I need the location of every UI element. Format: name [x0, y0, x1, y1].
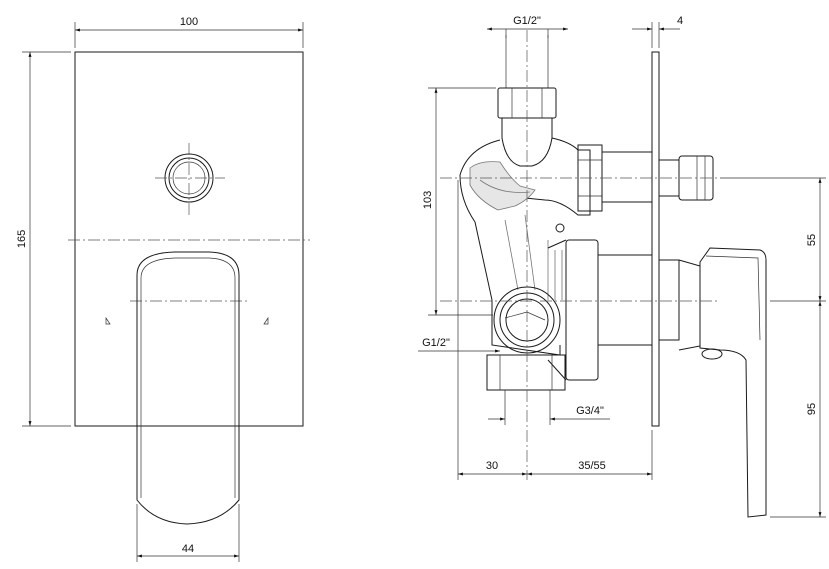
- dimension-103: 103: [422, 87, 496, 316]
- lever-handle: [136, 251, 240, 525]
- dim-thread-top-label: G1/2": [513, 15, 541, 27]
- dim-thread-bottom-label: G3/4": [576, 405, 604, 417]
- dimension-width: 100: [74, 16, 304, 48]
- top-inlet: [497, 35, 557, 167]
- dim-plate-label: 4: [677, 15, 683, 27]
- dim-depth-label: 35/55: [578, 460, 606, 472]
- indicator-right-icon: [263, 316, 269, 325]
- side-outlet: [577, 144, 714, 212]
- dimension-handle-width: 44: [136, 504, 240, 562]
- dim-30-label: 30: [486, 460, 498, 472]
- dimension-thread-top: G1/2": [487, 15, 568, 38]
- dimension-thread-side: G1/2": [418, 337, 500, 353]
- dim-handle-width-label: 44: [182, 543, 194, 555]
- wall-plate: [74, 51, 304, 427]
- indicator-left-icon: [105, 316, 111, 325]
- dim-height-label: 165: [16, 230, 28, 248]
- dim-95-label: 95: [806, 403, 818, 415]
- dimension-right-vertical: 55 95: [720, 177, 826, 518]
- valve-body: [459, 137, 591, 356]
- side-view: G1/2" 4 103 55 95 G: [418, 15, 826, 518]
- side-wall-plate: [651, 51, 660, 427]
- dimension-horizontal-bottom: 30 35/55: [457, 180, 653, 480]
- dim-103-label: 103: [422, 191, 434, 209]
- dimension-thread-bottom: G3/4": [488, 405, 610, 421]
- front-view: 100 165 44: [16, 16, 310, 562]
- dimension-plate-thickness: 4: [632, 15, 683, 48]
- dimension-height: 165: [16, 51, 71, 427]
- dim-width-label: 100: [180, 16, 198, 28]
- dim-thread-side-label: G1/2": [422, 337, 450, 349]
- dim-55-label: 55: [806, 234, 818, 246]
- lever-side-view: [699, 247, 767, 518]
- cartridge-housing: [547, 239, 701, 381]
